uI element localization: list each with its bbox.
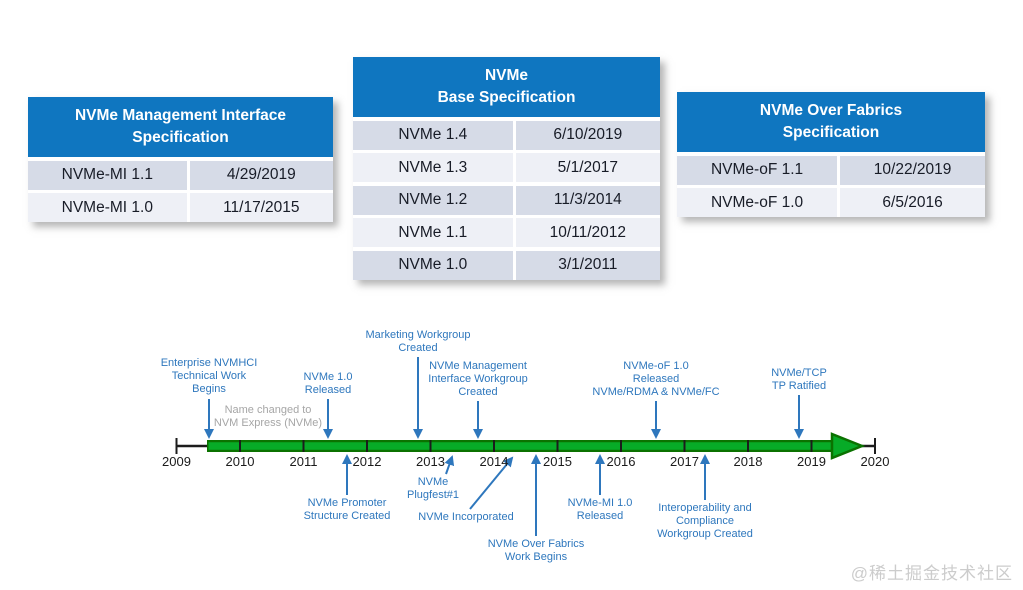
timeline-event-label: NVMe Plugfest#1 [407,476,459,502]
spec-date-cell: 11/17/2015 [189,193,333,222]
timeline-event-label: NVMe Promoter Structure Created [303,497,391,523]
nvme-of-spec-table: NVMe Over Fabrics Specification NVMe-oF … [677,92,985,217]
timeline-event-label: NVMe 1.0 Released [303,371,353,397]
timeline-event-label: Interoperability and Compliance Workgrou… [657,502,753,541]
timeline-event-label: Enterprise NVMHCI Technical Work Begins [160,357,258,396]
timeline-event-label: NVMe-MI 1.0 Released [567,497,633,523]
year-label: 2020 [860,454,890,469]
spec-date-cell: 11/3/2014 [515,185,660,215]
year-label: 2009 [162,454,191,469]
spec-date-cell: 6/10/2019 [515,120,660,150]
spec-version-cell: NVMe-oF 1.0 [677,188,838,217]
year-label: 2014 [479,454,509,469]
spec-date-cell: 3/1/2011 [515,250,660,280]
event-arrow-up [444,455,455,475]
spec-version-cell: NVMe-MI 1.0 [28,193,187,222]
spec-date-cell: 10/22/2019 [840,155,985,185]
spec-date-cell: 6/5/2016 [840,188,985,217]
year-label: 2015 [543,454,572,469]
spec-version-cell: NVMe 1.0 [353,250,513,280]
spec-version-cell: NVMe 1.1 [353,218,513,247]
watermark: @稀土掘金技术社区 [850,564,1013,583]
green-arrowhead [830,432,866,460]
table-header: NVMe Management Interface Specification [28,97,333,157]
year-label: 2013 [416,454,445,469]
year-label: 2018 [733,454,763,469]
timeline-event-label: NVMe Management Interface Workgroup Crea… [428,360,528,399]
spec-version-cell: NVMe 1.4 [353,120,513,150]
year-label: 2017 [670,454,699,469]
spec-version-cell: NVMe 1.2 [353,185,513,215]
timeline-event-label: Marketing Workgroup Created [365,329,471,355]
year-label: 2011 [289,454,318,469]
timeline-event-label: NVMe/TCP TP Ratified [771,367,827,393]
spec-date-cell: 5/1/2017 [515,153,660,182]
timeline-event-label: NVMe Incorporated [418,511,514,523]
nvme-mi-spec-table: NVMe Management Interface Specification … [28,97,333,222]
year-label: 2019 [797,454,826,469]
spec-version-cell: NVMe 1.3 [353,153,513,182]
year-label: 2010 [225,454,255,469]
year-label: 2016 [606,454,636,469]
table-header: NVMe Over Fabrics Specification [677,92,985,152]
timeline-event-label: NVMe-oF 1.0 Released NVMe/RDMA & NVMe/FC [592,360,720,399]
spec-version-cell: NVMe-oF 1.1 [677,155,838,185]
spec-date-cell: 10/11/2012 [515,218,660,247]
timeline-event-label: NVMe Over Fabrics Work Begins [487,538,585,564]
spec-version-cell: NVMe-MI 1.1 [28,160,187,190]
spec-date-cell: 4/29/2019 [189,160,333,190]
year-label: 2012 [352,454,382,469]
table-header: NVMe Base Specification [353,57,660,117]
timeline-event-label: Name changed to NVM Express (NVMe) [213,404,323,430]
